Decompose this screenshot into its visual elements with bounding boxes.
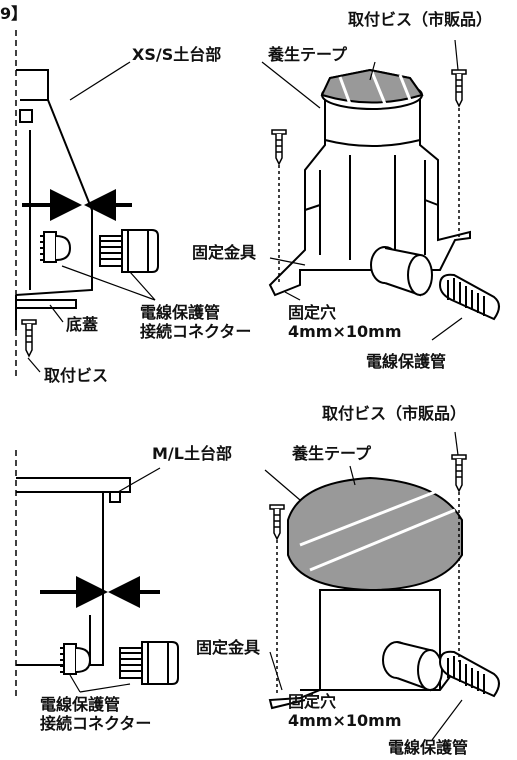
screw-bottom-left [269, 504, 285, 695]
label-fixing-bracket-top: 固定金具 [192, 243, 257, 262]
connector-part-bottom [119, 641, 179, 685]
label-conduit-bottom: 電線保護管 [388, 738, 469, 757]
label-curing-tape-top: 養生テープ [268, 45, 348, 64]
label-fixing-hole-top-line1: 固定穴 [288, 303, 337, 322]
label-fixing-hole-bottom-line1: 固定穴 [288, 692, 337, 711]
label-conduit-connector-top-line1: 電線保護管 [140, 303, 221, 322]
label-fixing-hole-top-line2: 4mm×10mm [288, 322, 402, 342]
corner-mark: 9】 [0, 4, 28, 23]
label-conduit-connector-bottom: 電線保護管 接続コネクター [40, 695, 151, 733]
leader-lines-bottom [69, 431, 463, 741]
screw-top-right [451, 69, 467, 238]
label-screw-top: 取付ビス [44, 366, 109, 385]
label-conduit-connector-bottom-line1: 電線保護管 [40, 695, 121, 714]
cutaway-connector-bottom [60, 643, 92, 675]
label-fixing-hole-bottom-line2: 4mm×10mm [288, 711, 402, 731]
cutaway-connector [40, 231, 72, 263]
bottom-cover-plate [15, 299, 77, 309]
screw-bottom-right [451, 454, 467, 662]
label-screws-commercial-bottom: 取付ビス（市販品） [322, 404, 467, 423]
curing-tape-top [320, 68, 424, 105]
label-fixing-hole-bottom: 固定穴 4mm×10mm [288, 692, 402, 730]
label-conduit-connector-top: 電線保護管 接続コネクター [140, 303, 251, 341]
screw-top-left [271, 129, 287, 285]
label-conduit-connector-bottom-line2: 接続コネクター [40, 714, 152, 734]
label-curing-tape-bottom: 養生テープ [292, 444, 372, 463]
outlet-pipe-bottom [382, 641, 443, 692]
conduit-pipe-top [438, 273, 500, 321]
label-conduit-top: 電線保護管 [366, 352, 447, 371]
xs-s-base-unit [268, 68, 471, 297]
curing-tape-bottom [287, 476, 463, 592]
xs-s-base-cutaway [15, 30, 93, 380]
conduit-pipe-bottom [438, 650, 500, 698]
label-ml-base: M/L土台部 [152, 444, 232, 463]
label-conduit-connector-top-line2: 接続コネクター [140, 322, 252, 342]
outlet-pipe-top [370, 246, 433, 297]
label-fixing-bracket-bottom: 固定金具 [196, 638, 261, 657]
leader-lines-top [27, 39, 463, 373]
connector-part-top [99, 229, 159, 273]
label-bottom-cover: 底蓋 [66, 315, 99, 334]
label-screws-commercial-top: 取付ビス（市販品） [348, 10, 493, 29]
screw-left-top [21, 319, 37, 358]
ml-base-unit [268, 589, 471, 710]
label-xs-s-base: XS/S土台部 [132, 45, 222, 64]
label-fixing-hole-top: 固定穴 4mm×10mm [288, 303, 402, 341]
